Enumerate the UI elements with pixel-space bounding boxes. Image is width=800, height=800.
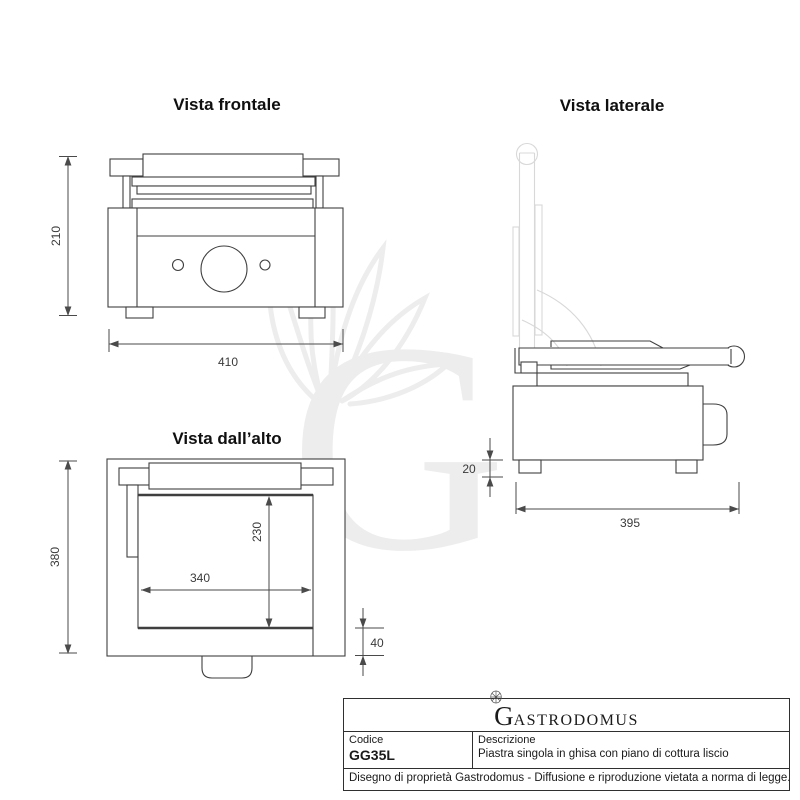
lower-plate-edge — [550, 364, 691, 370]
hinge-post-right — [315, 175, 324, 209]
dim-top-depth: 380 — [48, 460, 77, 654]
foot-rear — [675, 459, 698, 474]
lid-open-phantom — [512, 142, 602, 367]
dim-side-depth-label: 395 — [620, 516, 640, 530]
code-value: GG35L — [349, 747, 395, 763]
lid-lug-left — [109, 158, 144, 177]
foot-right — [298, 306, 326, 319]
front-view-drawing — [107, 153, 344, 319]
front-knob-tab — [201, 656, 253, 679]
cooking-plate — [137, 494, 314, 629]
dim-front-height: 210 — [49, 156, 77, 316]
lid-lug-right — [301, 158, 340, 177]
handle-bar-top — [148, 462, 302, 490]
description-value: Piastra singola in ghisa con piano di co… — [478, 748, 729, 760]
hinge-strip — [126, 484, 139, 558]
body-side — [512, 385, 704, 461]
legal-notice: Disegno di proprietà Gastrodomus - Diffu… — [349, 772, 791, 784]
description-cell: Descrizione Piastra singola in ghisa con… — [473, 732, 789, 768]
handle-bar-side — [518, 347, 729, 366]
upper-plate-edge — [550, 340, 664, 349]
dim-plate-depth: 230 — [250, 496, 273, 628]
lower-plate — [131, 198, 314, 209]
foot-front — [518, 459, 542, 474]
dim-plate-depth-label: 230 — [250, 522, 264, 542]
phantom-handle-end — [515, 142, 539, 166]
dim-side-depth: 395 — [515, 482, 740, 530]
brand-logo: GASTRODOMUS — [490, 690, 639, 731]
brand-rest: ASTRODOMUS — [513, 712, 639, 729]
side-view: Vista laterale — [462, 96, 746, 530]
indicator-light-left — [171, 258, 185, 272]
title-block-fields-row: Codice GG35L Descrizione Piastra singola… — [344, 732, 789, 769]
dim-front-width-label: 410 — [218, 355, 238, 369]
title-block: GASTRODOMUS Codice GG35L Descrizione Pia… — [343, 690, 791, 791]
hinge-post-left — [122, 175, 131, 209]
artichoke-icon — [490, 690, 502, 704]
middle-plate — [136, 185, 312, 195]
dim-feet-height: 20 — [462, 438, 503, 497]
indicator-light-right — [259, 259, 271, 271]
side-knob-bump — [703, 403, 728, 446]
brand-initial: G — [494, 701, 514, 731]
thermostat-knob — [200, 245, 248, 293]
front-view: Vista frontale 210 — [49, 95, 344, 369]
dim-front-height-label: 210 — [49, 226, 63, 246]
description-label: Descrizione — [478, 734, 536, 746]
top-view: Vista dall’alto 380 230 — [48, 429, 384, 679]
dim-front-strip-label: 40 — [370, 636, 384, 650]
handle-lug-left — [118, 467, 151, 486]
dim-feet-height-label: 20 — [462, 462, 476, 476]
front-view-title: Vista frontale — [173, 95, 280, 114]
title-block-logo-row: GASTRODOMUS — [344, 690, 789, 732]
dim-plate-width-label: 340 — [190, 571, 210, 585]
code-cell: Codice GG35L — [344, 732, 473, 768]
base-plate — [536, 372, 689, 387]
lid-handle-bar — [142, 153, 304, 179]
dim-front-width: 410 — [108, 329, 344, 369]
code-label: Codice — [349, 734, 384, 746]
dim-plate-width: 340 — [141, 571, 311, 594]
upper-plate — [131, 176, 316, 187]
side-view-title: Vista laterale — [560, 96, 665, 115]
top-view-drawing — [106, 458, 346, 679]
dim-front-strip: 40 — [355, 608, 384, 676]
handle-lug-right — [299, 467, 334, 486]
dim-top-depth-label: 380 — [48, 547, 62, 567]
side-view-drawing — [512, 340, 746, 474]
top-view-title: Vista dall’alto — [172, 429, 281, 448]
hinge-block — [520, 361, 538, 374]
foot-left — [125, 306, 154, 319]
